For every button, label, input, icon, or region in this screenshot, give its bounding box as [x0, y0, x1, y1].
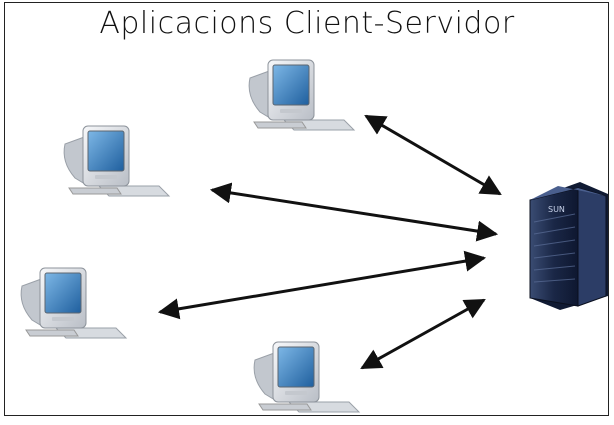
diagram-title: Aplicacions Client-Servidor [99, 6, 515, 41]
arrow-top-client-server [364, 114, 502, 196]
arrow-lower-left-client-server [157, 250, 487, 320]
client-computer-lower-left-icon [20, 267, 127, 339]
client-computer-bottom-icon [253, 341, 360, 413]
client-computer-top-icon [248, 59, 355, 131]
client-computer-upper-left-icon [63, 125, 170, 197]
arrow-upper-left-client-server [209, 182, 499, 242]
server-badge: SUN [548, 205, 565, 214]
server-icon: SUN [529, 182, 608, 310]
arrow-bottom-client-server [360, 298, 486, 370]
